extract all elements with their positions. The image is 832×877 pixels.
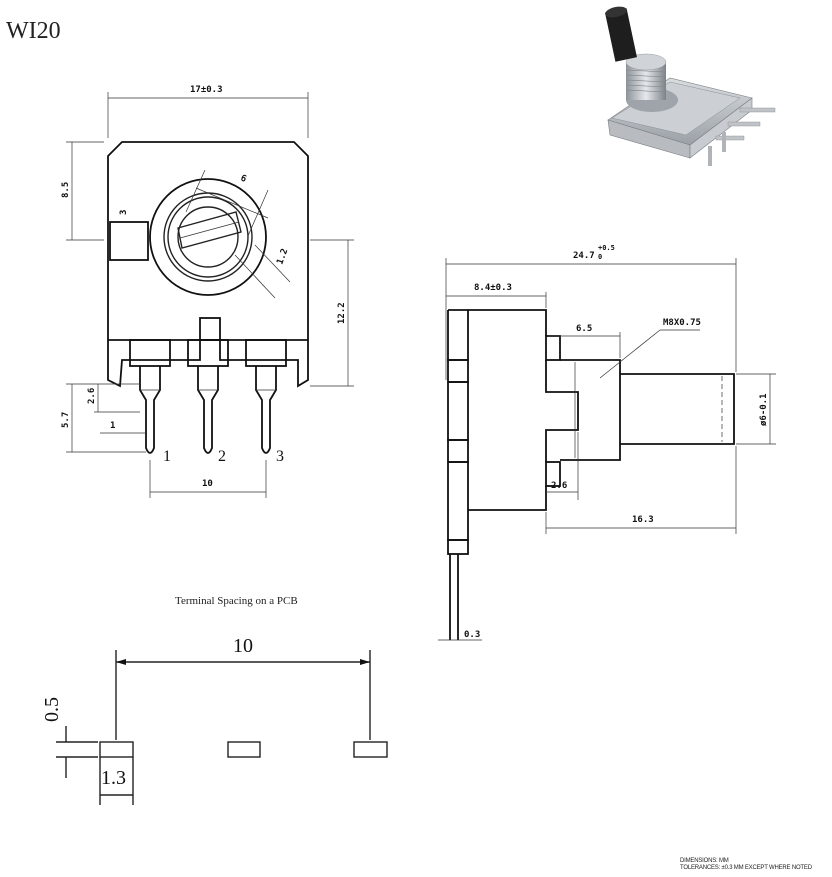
dim-total-tol-low: 0 xyxy=(598,253,602,261)
pin-label-1: 1 xyxy=(163,448,171,465)
dim-shaft-dia-side: ø6-0.1 xyxy=(759,393,769,426)
dim-bushing-step: 2.6 xyxy=(551,481,567,491)
dim-width: 17±0.3 xyxy=(190,85,223,95)
dim-pin-length: 5.7 xyxy=(61,412,71,428)
side-view: 24.7 +0.5 0 8.4±0.3 6.5 M8X0.75 ø6-0.1 2… xyxy=(438,244,776,641)
footnote: DIMENSIONS: MM TOLERANCES: ±0.3 MM EXCEP… xyxy=(680,858,812,872)
dim-body-length: 8.4±0.3 xyxy=(474,283,512,293)
dim-upper-height: 8.5 xyxy=(61,182,71,198)
dim-bushing-length: 6.5 xyxy=(576,324,592,334)
dim-pin-top: 2.6 xyxy=(87,388,97,404)
dim-pin-thickness: 0.3 xyxy=(464,630,480,640)
pin-label-2: 2 xyxy=(218,448,226,465)
dim-total-length: 24.7 xyxy=(573,251,595,261)
dim-shaft-dia: 6 xyxy=(239,174,248,185)
footnote-tolerance: TOLERANCES: ±0.3 MM EXCEPT WHERE NOTED xyxy=(680,865,812,871)
dim-pin-width: 1 xyxy=(110,421,115,431)
dim-pad-height: 0.5 xyxy=(41,697,63,722)
potentiometer-image xyxy=(605,6,776,166)
front-view: 17±0.3 8.5 3 6 1.2 12.2 2.6 5.7 1 10 1 2… xyxy=(61,85,354,498)
page-title: WI20 xyxy=(6,18,61,44)
pcb-layout: 10 0.5 1.3 xyxy=(41,635,388,805)
dim-flat: 1.2 xyxy=(275,247,290,266)
dim-tab: 3 xyxy=(119,210,129,215)
dim-thread: M8X0.75 xyxy=(663,318,701,328)
pin-label-3: 3 xyxy=(276,448,284,465)
dim-lower-height: 12.2 xyxy=(337,302,347,324)
dim-pcb-spacing: 10 xyxy=(233,635,253,657)
footnote-units: DIMENSIONS: MM xyxy=(680,858,729,864)
dim-total-tol: +0.5 xyxy=(598,244,615,252)
dim-pad-width: 1.3 xyxy=(101,767,126,789)
dim-pin-spacing: 10 xyxy=(202,479,213,489)
dim-shaft-length: 16.3 xyxy=(632,515,654,525)
pcb-caption: Terminal Spacing on a PCB xyxy=(175,595,298,607)
